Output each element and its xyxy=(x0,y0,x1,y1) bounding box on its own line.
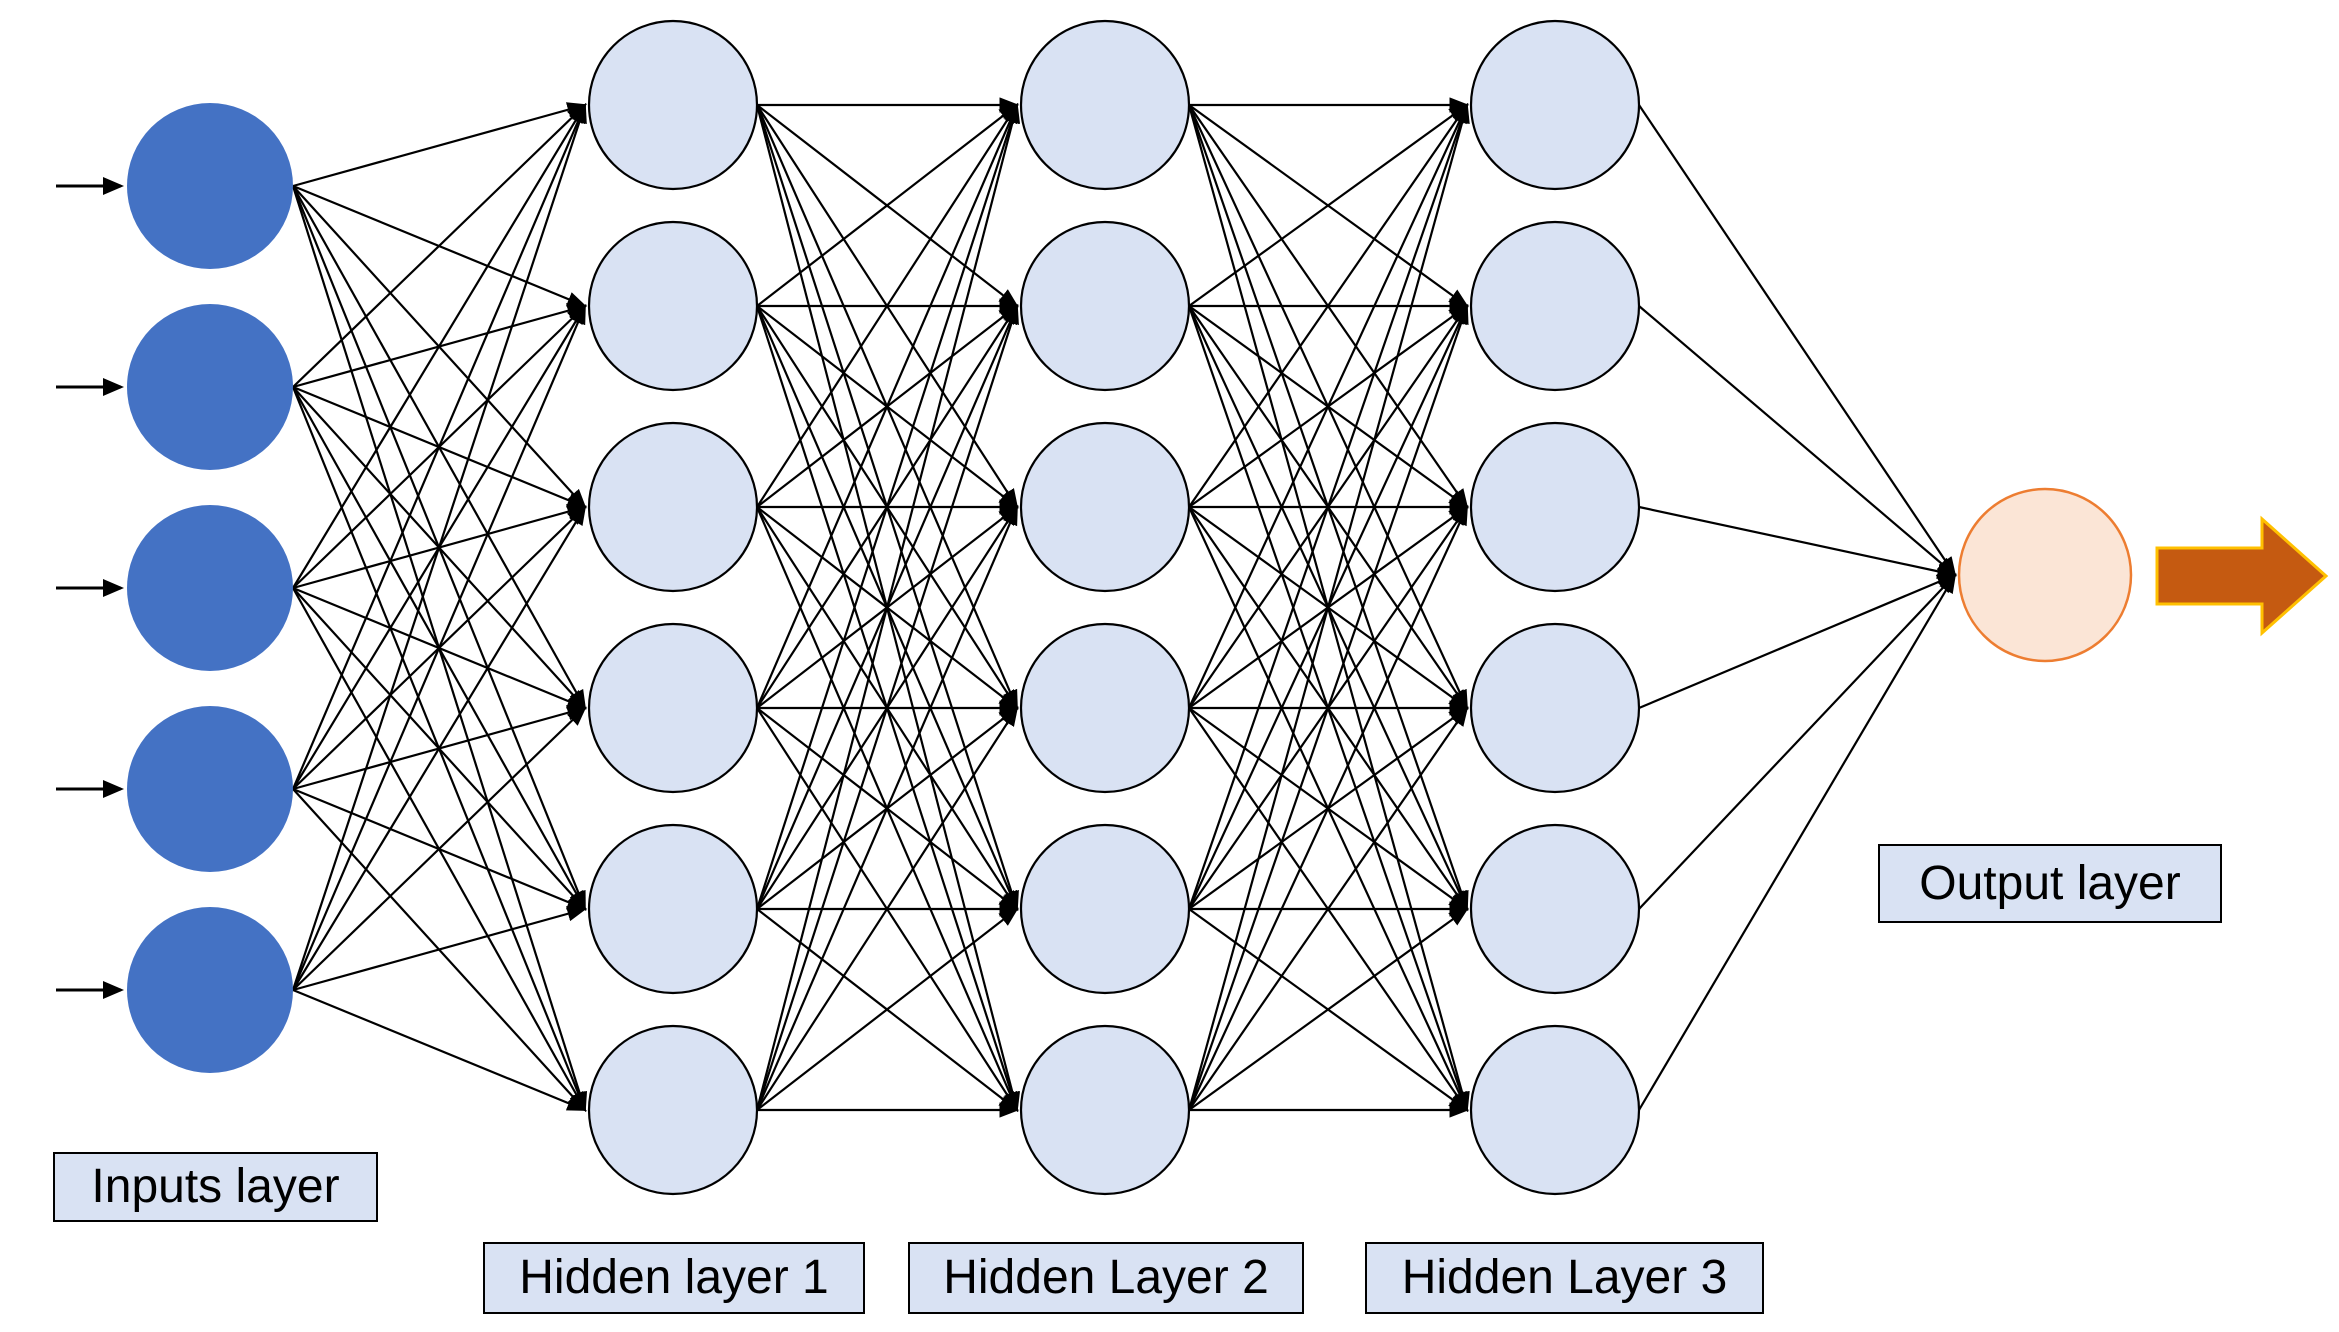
edge-hidden2-6-to-hidden3-2 xyxy=(1187,303,1469,1111)
hidden1-node-4 xyxy=(587,622,759,794)
hidden2-node-3 xyxy=(1019,421,1191,593)
layer-label-inputs: Inputs layer xyxy=(53,1152,378,1222)
layer-label-output: Output layer xyxy=(1878,844,2222,923)
edge-hidden3-2-to-output-1 xyxy=(1638,305,1957,577)
edge-inputs-3-to-hidden1-1 xyxy=(292,103,587,589)
hidden3-node-5 xyxy=(1469,823,1641,995)
hidden3-node-1 xyxy=(1469,19,1641,191)
edge-inputs-5-to-hidden1-6 xyxy=(292,988,588,1112)
edges-group xyxy=(291,97,1958,1118)
edge-hidden1-5-to-hidden2-1 xyxy=(755,102,1019,910)
edge-hidden1-6-to-hidden2-5 xyxy=(756,907,1019,1111)
edge-hidden3-4-to-output-1 xyxy=(1638,573,1958,710)
edge-hidden3-1-to-output-1 xyxy=(1638,104,1957,577)
hidden3-node-6 xyxy=(1469,1024,1641,1196)
input-arrows-group xyxy=(56,177,124,999)
edge-hidden2-5-to-hidden3-1 xyxy=(1187,102,1469,910)
inputs-node-4 xyxy=(127,706,293,872)
edge-hidden2-4-to-hidden3-1 xyxy=(1188,103,1468,709)
inputs-node-3 xyxy=(127,505,293,671)
hidden2-node-4 xyxy=(1019,622,1191,794)
edge-hidden2-6-to-hidden3-1 xyxy=(1187,102,1470,1111)
layer-label-hidden-1: Hidden layer 1 xyxy=(483,1242,865,1314)
hidden1-node-3 xyxy=(587,421,759,593)
hidden1-node-6 xyxy=(587,1024,759,1196)
right-block-arrow-icon xyxy=(2155,515,2329,637)
edge-inputs-2-to-hidden1-1 xyxy=(292,103,587,388)
hidden3-node-3 xyxy=(1469,421,1641,593)
edge-hidden1-3-to-hidden2-1 xyxy=(756,103,1019,508)
edge-hidden1-6-to-hidden2-1 xyxy=(755,102,1021,1111)
hidden2-node-5 xyxy=(1019,823,1191,995)
nodes-group xyxy=(127,19,2133,1196)
hidden3-node-4 xyxy=(1469,622,1641,794)
edge-hidden3-3-to-output-1 xyxy=(1638,505,1958,579)
inputs-node-5 xyxy=(127,907,293,1073)
edge-inputs-5-to-hidden1-2 xyxy=(291,303,587,991)
hidden3-node-2 xyxy=(1469,220,1641,392)
edge-inputs-1-to-hidden1-1 xyxy=(292,102,588,188)
hidden2-node-2 xyxy=(1019,220,1191,392)
inputs-node-1 xyxy=(127,103,293,269)
edge-inputs-5-to-hidden1-5 xyxy=(292,906,588,992)
hidden1-node-1 xyxy=(587,19,759,191)
edge-hidden2-2-to-hidden3-1 xyxy=(1188,103,1469,307)
edge-hidden1-2-to-hidden2-1 xyxy=(756,103,1019,307)
layer-label-hidden-2: Hidden Layer 2 xyxy=(908,1242,1304,1314)
edge-hidden2-3-to-hidden3-1 xyxy=(1188,103,1469,508)
edge-hidden3-5-to-output-1 xyxy=(1638,573,1957,910)
hidden2-node-6 xyxy=(1019,1024,1191,1196)
edge-hidden1-4-to-hidden2-1 xyxy=(755,102,1019,709)
edge-inputs-5-to-hidden1-1 xyxy=(291,102,587,991)
hidden1-node-5 xyxy=(587,823,759,995)
edge-inputs-5-to-hidden1-4 xyxy=(292,706,587,991)
hidden2-node-1 xyxy=(1019,19,1191,191)
edge-hidden1-6-to-hidden2-4 xyxy=(756,706,1019,1111)
edge-hidden1-6-to-hidden2-2 xyxy=(755,303,1019,1111)
edge-hidden2-6-to-hidden3-3 xyxy=(1188,505,1468,1111)
edge-inputs-4-to-hidden1-1 xyxy=(291,102,587,790)
hidden1-node-2 xyxy=(587,220,759,392)
layer-label-hidden-3: Hidden Layer 3 xyxy=(1365,1242,1764,1314)
edge-hidden2-6-to-hidden3-5 xyxy=(1188,907,1469,1111)
output-node-1 xyxy=(1957,487,2133,663)
inputs-node-2 xyxy=(127,304,293,470)
edge-hidden2-6-to-hidden3-4 xyxy=(1188,706,1469,1111)
edge-hidden1-6-to-hidden2-3 xyxy=(755,504,1019,1111)
edge-hidden3-6-to-output-1 xyxy=(1638,573,1957,1111)
edge-inputs-5-to-hidden1-3 xyxy=(292,505,587,991)
